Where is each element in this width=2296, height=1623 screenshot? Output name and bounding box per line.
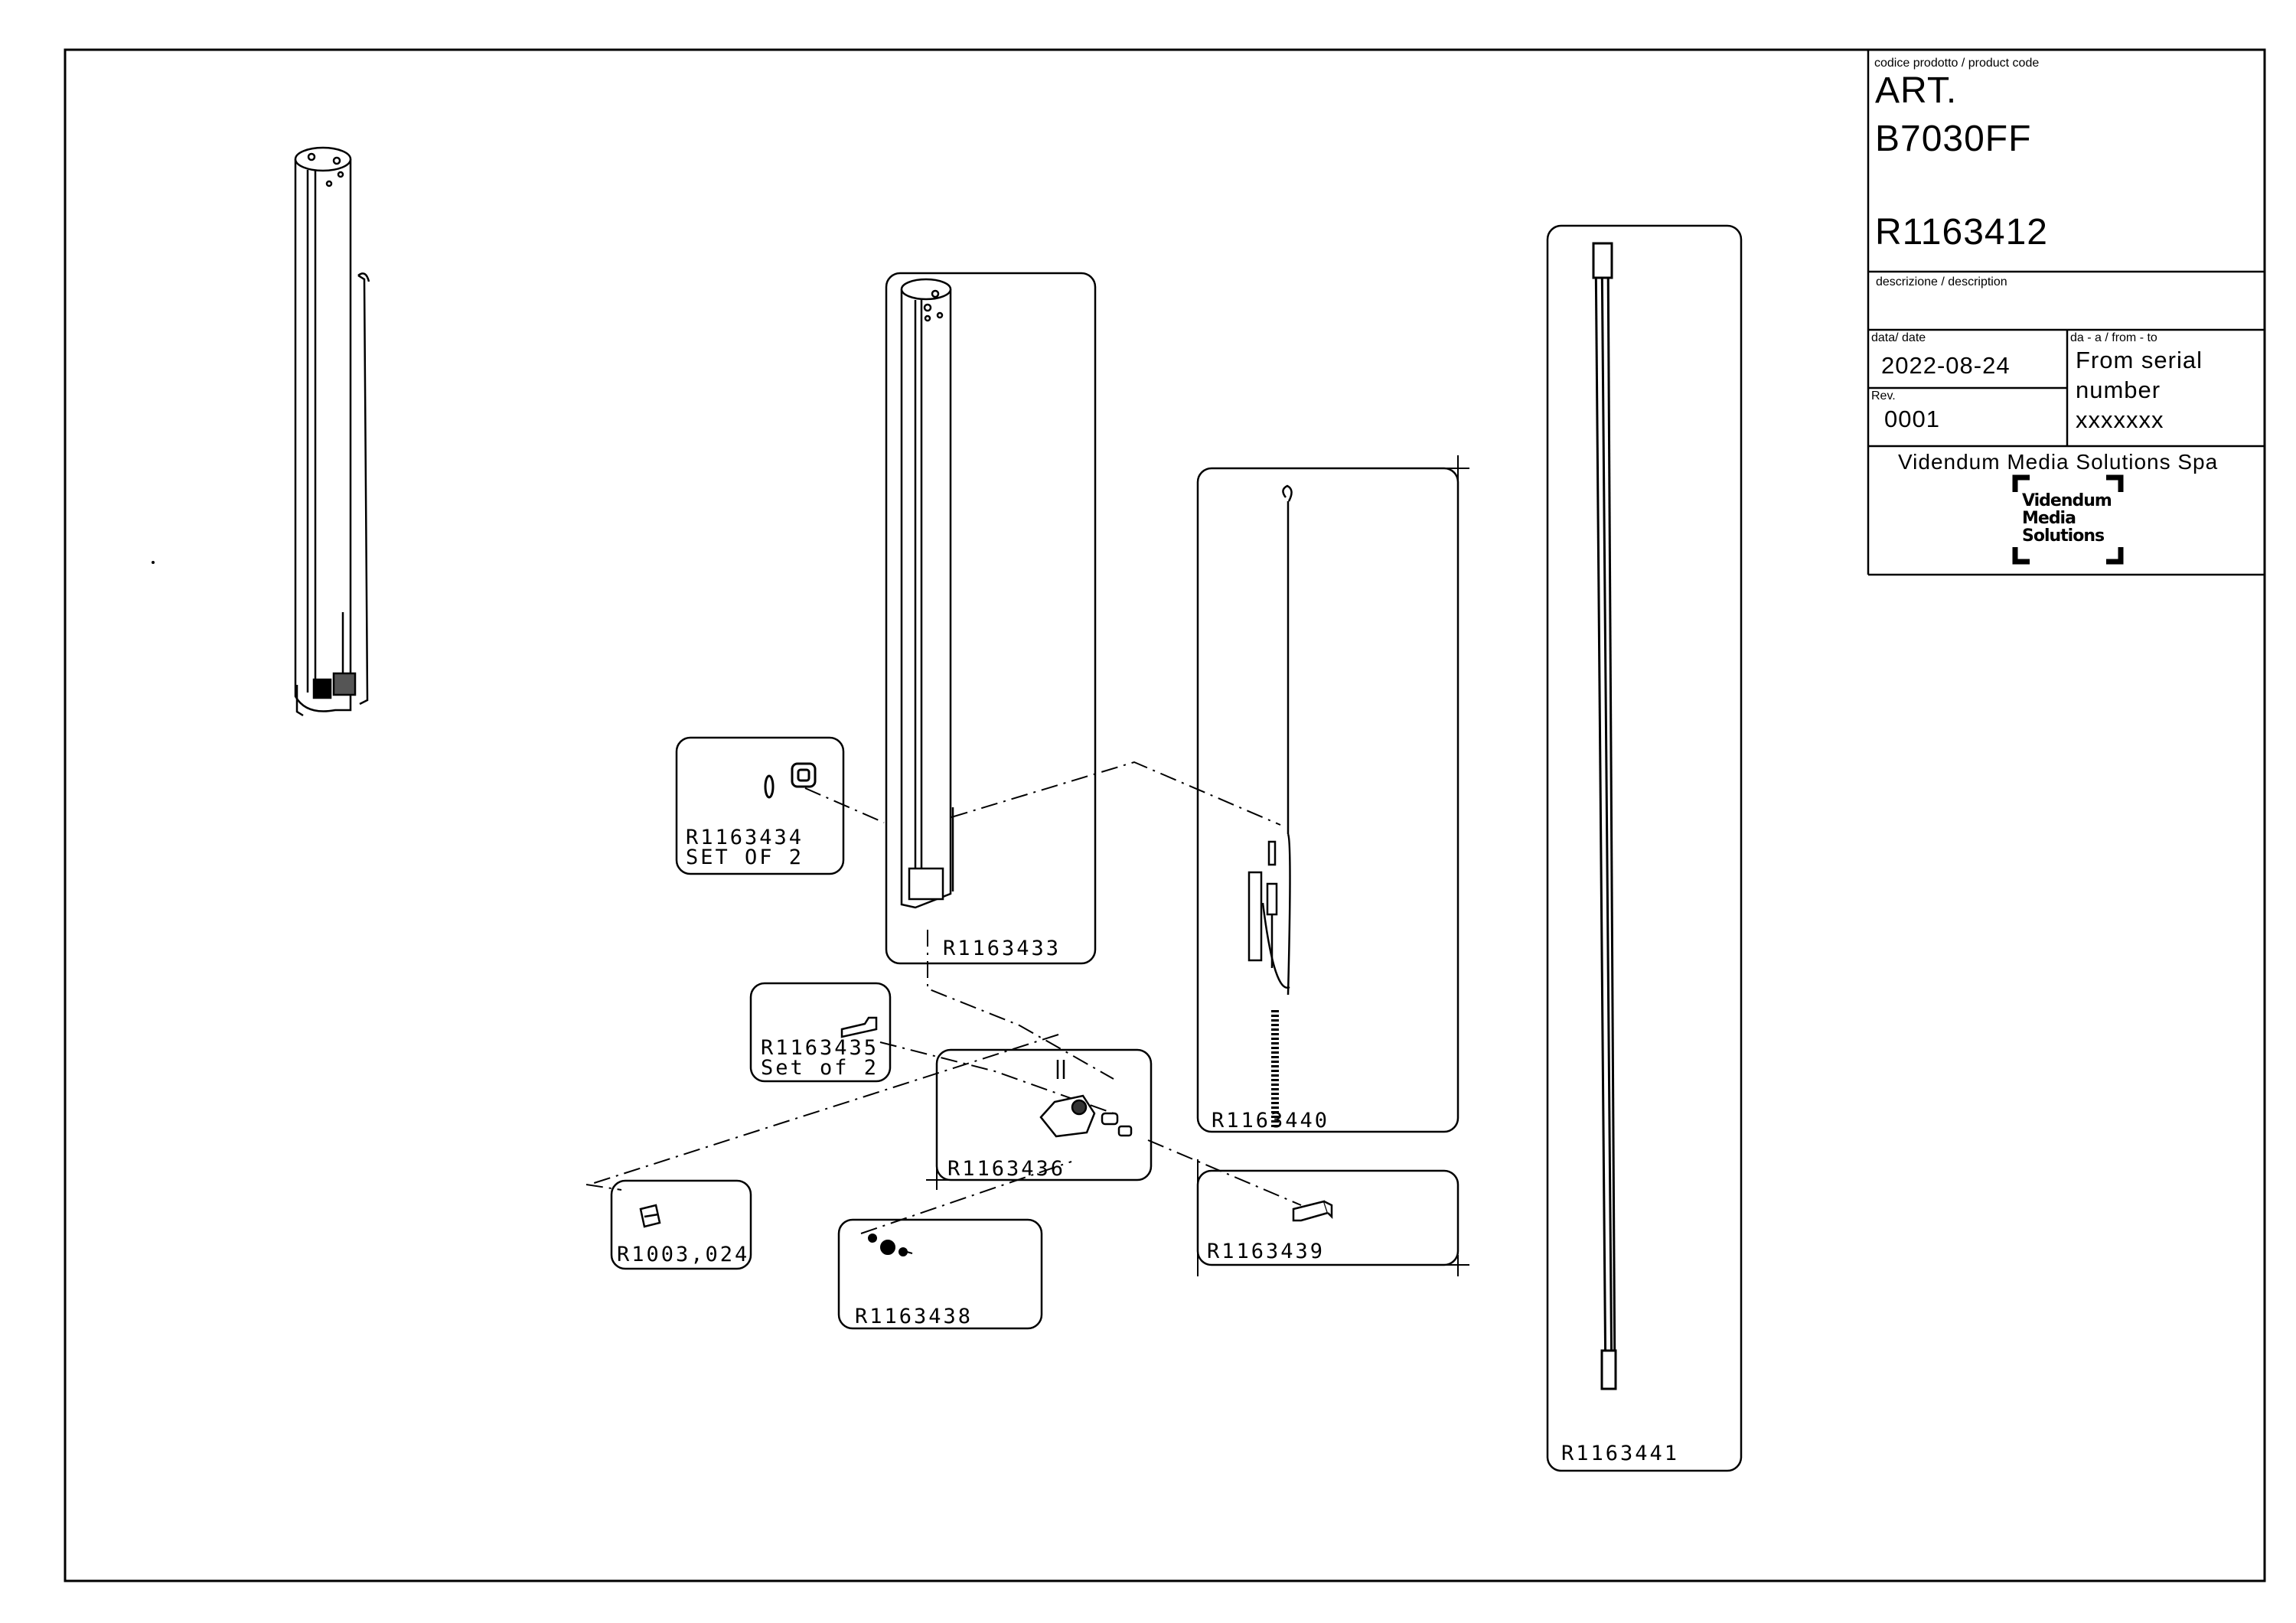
company-logo: Videndum Media Solutions	[2019, 492, 2118, 545]
from-to-line: From serial	[2076, 347, 2203, 373]
grommet-illustration	[764, 762, 817, 799]
cable-spring-illustration	[1247, 484, 1293, 1129]
company-name: Videndum Media Solutions Spa	[1898, 450, 2219, 474]
art-label: ART.	[1875, 70, 1958, 111]
part-label-r1003-024: R1003,024	[617, 1243, 750, 1266]
part-callout-boxes	[610, 224, 1743, 1472]
part-label-r1163433: R1163433	[943, 937, 1062, 960]
from-to-line: xxxxxxx	[2076, 406, 2164, 433]
part-label-r1163440: R1163440	[1212, 1109, 1330, 1133]
videndum-logo-brackets	[2012, 474, 2124, 565]
part-label-r1163436: R1163436	[947, 1157, 1066, 1181]
block-illustration	[639, 1204, 661, 1228]
part-label-r1163438: R1163438	[855, 1305, 974, 1328]
logo-word: Videndum	[2022, 491, 2112, 510]
rev-label: Rev.	[1871, 389, 1896, 402]
rev-value: 0001	[1884, 406, 1940, 432]
date-label: data/ date	[1871, 331, 1926, 344]
part-note-r1163434: SET OF 2	[686, 846, 804, 869]
assembly-lines	[585, 761, 1302, 1234]
description-label: descrizione / description	[1876, 275, 2007, 288]
mechanism-illustration	[1039, 1060, 1133, 1138]
title-block-grid	[1867, 50, 2265, 576]
art-code: B7030FF	[1875, 119, 2032, 159]
part-label-r1163435: R1163435	[761, 1036, 879, 1060]
stray-dot	[152, 561, 155, 564]
assembled-pole-illustration	[294, 146, 370, 717]
latch-illustration	[1292, 1200, 1333, 1222]
date-value: 2022-08-24	[1881, 352, 2011, 379]
drawing-frame	[64, 48, 2266, 1582]
part-label-r1163439: R1163439	[1207, 1240, 1326, 1263]
part-note-r1163435: Set of 2	[761, 1056, 879, 1080]
clip-illustration	[840, 1016, 878, 1038]
tube-illustration	[900, 278, 954, 909]
logo-word: Solutions	[2022, 526, 2105, 546]
corner-crosshairs	[926, 455, 1469, 1276]
long-rod-illustration	[1592, 242, 1617, 1390]
from-to-line: number	[2076, 376, 2161, 403]
part-label-r1163434: R1163434	[686, 826, 804, 849]
from-to-label: da - a / from - to	[2070, 331, 2157, 344]
product-code-label: codice prodotto / product code	[1874, 57, 2040, 70]
logo-word: Media	[2022, 509, 2076, 528]
part-label-r1163441: R1163441	[1561, 1442, 1680, 1465]
assembly-code: R1163412	[1875, 212, 2048, 253]
screw-set-illustration	[868, 1234, 913, 1256]
